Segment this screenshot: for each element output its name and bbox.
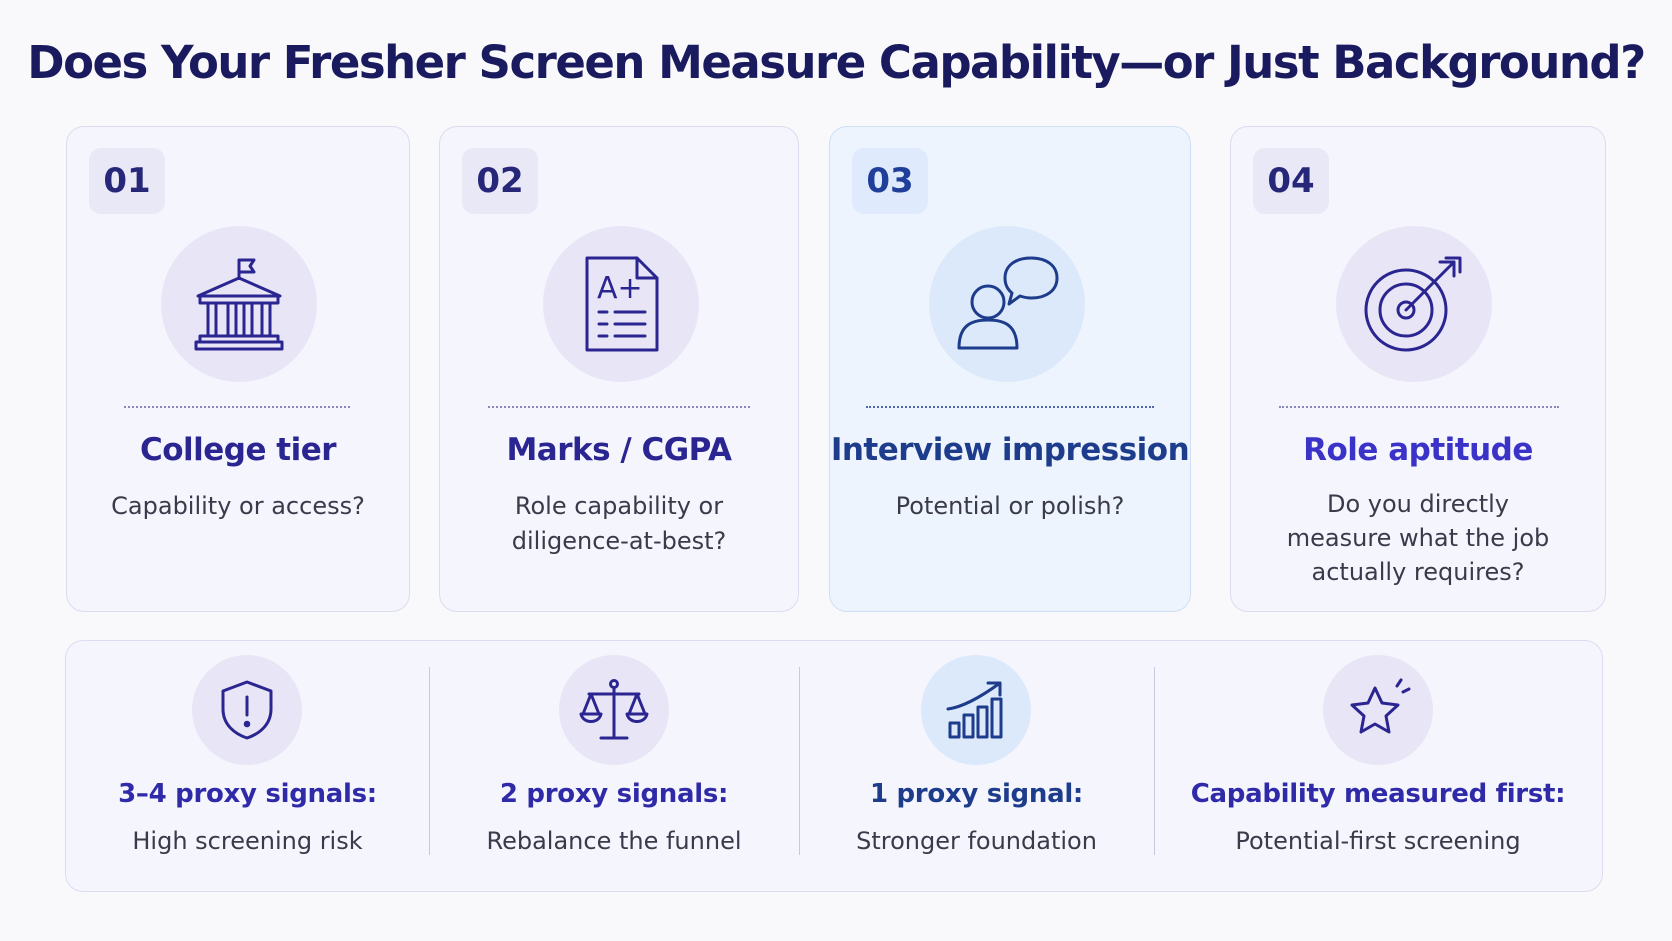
university-building-icon xyxy=(161,226,317,382)
shield-alert-icon xyxy=(192,655,302,765)
svg-text:A+: A+ xyxy=(597,271,643,306)
scale-item-potential-first: Capability measured first: Potential-fir… xyxy=(1154,641,1602,891)
divider-dotted xyxy=(1279,406,1559,408)
star-icon xyxy=(1323,655,1433,765)
section-divider xyxy=(799,667,800,855)
graded-document-icon: A+ xyxy=(543,226,699,382)
scale-label: Capability measured first: xyxy=(1190,779,1566,809)
scale-item-rebalance: 2 proxy signals: Rebalance the funnel xyxy=(429,641,799,891)
card-interview-impression: 03 Interview impression Potential or pol… xyxy=(829,126,1191,612)
card-description: Capability or access? xyxy=(111,492,365,520)
proxy-signal-scale: 3–4 proxy signals: High screening risk 2… xyxy=(65,640,1603,892)
card-title: Marks / CGPA xyxy=(506,432,732,468)
scale-label: 3–4 proxy signals: xyxy=(118,779,377,809)
target-arrow-icon xyxy=(1336,226,1492,382)
scale-label: 1 proxy signal: xyxy=(869,779,1084,809)
divider-dotted xyxy=(124,406,350,408)
section-divider xyxy=(429,667,430,855)
card-number: 04 xyxy=(1253,148,1329,214)
card-title: Role aptitude xyxy=(1303,432,1533,468)
section-divider xyxy=(1154,667,1155,855)
card-number: 03 xyxy=(852,148,928,214)
divider-dotted xyxy=(866,406,1154,408)
scale-description: High screening risk xyxy=(132,827,363,855)
scale-label: 2 proxy signals: xyxy=(499,779,729,809)
page-title: Does Your Fresher Screen Measure Capabil… xyxy=(27,36,1646,89)
card-title: Interview impression xyxy=(830,432,1190,468)
card-description: Potential or polish? xyxy=(895,492,1125,520)
card-number: 01 xyxy=(89,148,165,214)
card-role-aptitude: 04 Role aptitude Do you directly measure… xyxy=(1230,126,1606,612)
growth-chart-icon xyxy=(921,655,1031,765)
card-college-tier: 01 College tier Capability or access? xyxy=(66,126,410,612)
scale-description: Potential-first screening xyxy=(1235,827,1521,855)
divider-dotted xyxy=(488,406,750,408)
card-description: Do you directly measure what the job act… xyxy=(1286,490,1550,586)
scale-item-stronger: 1 proxy signal: Stronger foundation xyxy=(799,641,1154,891)
scale-description: Stronger foundation xyxy=(856,827,1097,855)
person-speech-bubble-icon xyxy=(929,226,1085,382)
balance-scale-icon xyxy=(559,655,669,765)
card-title: College tier xyxy=(139,432,337,468)
card-marks-cgpa: 02 A+ Marks / CGPA Role capability or di… xyxy=(439,126,799,612)
card-number: 02 xyxy=(462,148,538,214)
card-description: Role capability or diligence-at-best? xyxy=(511,492,727,555)
scale-description: Rebalance the funnel xyxy=(486,827,742,855)
scale-item-high-risk: 3–4 proxy signals: High screening risk xyxy=(66,641,429,891)
